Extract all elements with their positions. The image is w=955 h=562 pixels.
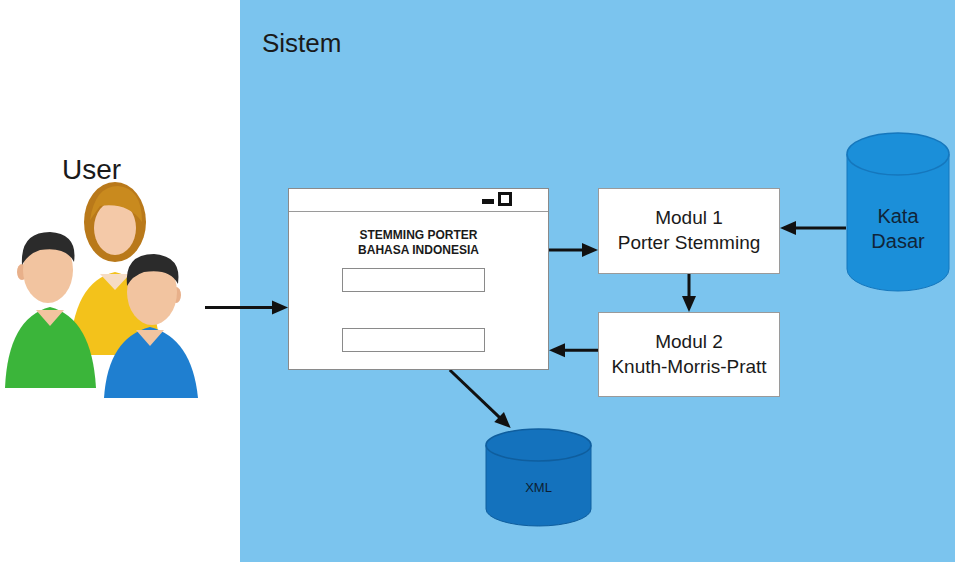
arrow-head bbox=[549, 343, 565, 357]
node-label: STEMMING PORTER BAHASA INDONESIA bbox=[289, 228, 548, 258]
flow-arrow bbox=[450, 370, 511, 428]
arrow-line bbox=[450, 370, 501, 418]
arrow-line bbox=[205, 306, 274, 309]
heading-label: Sistem bbox=[262, 28, 341, 59]
flow-arrow bbox=[205, 301, 288, 315]
arrow-head bbox=[582, 243, 598, 257]
cylinder-shape bbox=[485, 428, 592, 527]
heading-label: User bbox=[62, 154, 121, 186]
user-group: User bbox=[0, 150, 205, 400]
database-cylinder: Kata Dasar bbox=[846, 132, 950, 292]
arrow-head bbox=[494, 412, 510, 428]
database-cylinder: XML bbox=[485, 428, 592, 527]
arrow-head bbox=[780, 221, 796, 235]
node-label: XML bbox=[525, 458, 552, 496]
arrow-line bbox=[563, 349, 598, 352]
node-label: Modul 1 Porter Stemming bbox=[618, 206, 761, 255]
maximize-icon bbox=[498, 192, 512, 206]
text-field bbox=[342, 268, 485, 292]
module-box: Modul 2 Knuth-Morris-Pratt bbox=[598, 312, 780, 397]
flow-arrow bbox=[780, 221, 846, 235]
minimize-icon bbox=[482, 199, 494, 204]
arrow-head bbox=[272, 301, 288, 315]
arrow-head bbox=[682, 296, 696, 312]
module-box: Modul 1 Porter Stemming bbox=[598, 188, 780, 274]
arrow-line bbox=[794, 227, 846, 230]
node-label: Modul 2 Knuth-Morris-Pratt bbox=[611, 330, 766, 379]
arrow-line bbox=[688, 274, 691, 298]
node-label: Kata Dasar bbox=[871, 170, 924, 254]
flow-arrow bbox=[682, 274, 696, 312]
system-panel: SistemSTEMMING PORTER BAHASA INDONESIA Mo… bbox=[240, 0, 955, 562]
people-icon bbox=[0, 150, 205, 400]
app-window: STEMMING PORTER BAHASA INDONESIA bbox=[288, 188, 549, 370]
flow-arrow bbox=[549, 243, 598, 257]
text-field bbox=[342, 328, 485, 352]
flow-arrow bbox=[549, 343, 598, 357]
arrow-line bbox=[549, 248, 584, 251]
